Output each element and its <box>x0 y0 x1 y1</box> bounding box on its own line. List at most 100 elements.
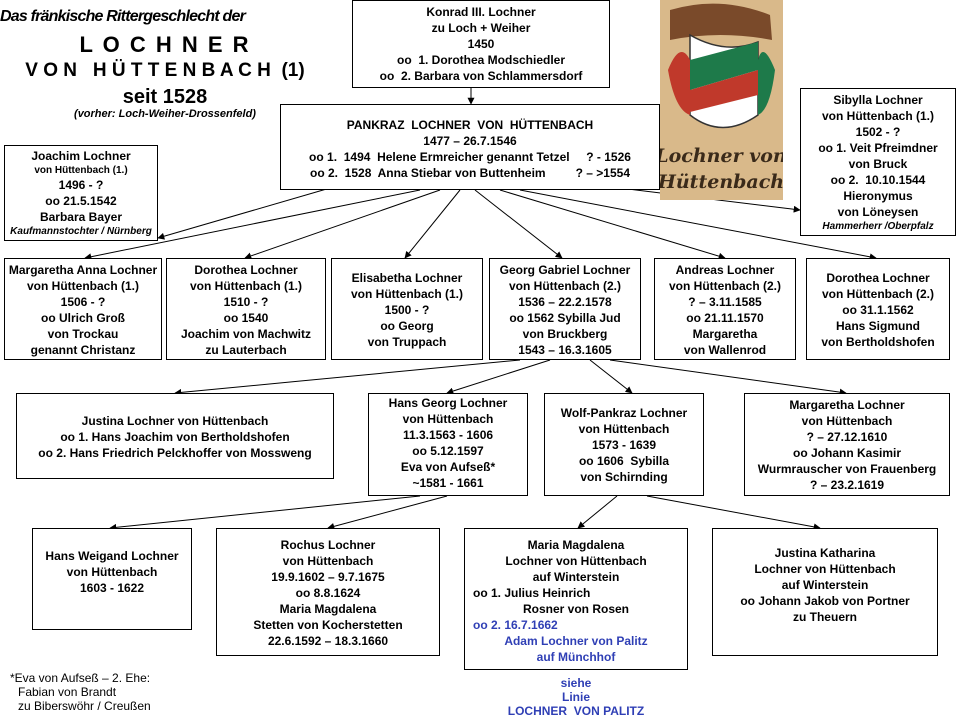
name: Wolf-Pankraz Lochner <box>560 406 688 420</box>
text: ? – 27.12.1610 <box>806 430 888 444</box>
name: Dorothea Lochner <box>194 263 298 277</box>
svg-text:Hüttenbach: Hüttenbach <box>660 171 783 193</box>
text: oo 21.5.1542 <box>45 194 117 208</box>
link-pankraz-dorothea2 <box>519 189 877 261</box>
person-justina: Justina Lochner von Hüttenbach oo 1. Han… <box>16 393 334 479</box>
text: ? – 23.2.1619 <box>809 478 885 492</box>
text: oo 1. Dorothea Modschiedler <box>396 53 566 67</box>
text: Maria Magdalena <box>279 602 377 616</box>
name: Konrad III. Lochner <box>426 5 536 19</box>
text: Hans Sigmund <box>835 319 920 333</box>
name: Elisabetha Lochner <box>351 271 463 285</box>
link-hans-georg-weigand <box>109 495 421 531</box>
name: Justina Lochner von Hüttenbach <box>81 414 269 428</box>
person-hans-weigand: Hans Weigand Lochner von Hüttenbach 1603… <box>32 528 192 630</box>
text: oo 1. Julius Heinrich <box>473 586 591 600</box>
text: 1502 - ? <box>855 125 901 139</box>
text: 11.3.1563 - 1606 <box>402 428 494 442</box>
title-line1: Das fränkische Rittergeschlecht der <box>0 8 246 25</box>
person-joachim: Joachim Lochner von Hüttenbach (1.) 1496… <box>4 145 158 241</box>
text: auf Winterstein <box>781 578 869 592</box>
footnote-line: Fabian von Brandt <box>18 685 117 699</box>
name: Joachim Lochner <box>31 149 131 163</box>
person-elisabetha: Elisabetha Lochner von Hüttenbach (1.) 1… <box>331 258 483 360</box>
text: oo 1. 1494 Helene Ermreicher genannt Tet… <box>309 150 631 164</box>
text: oo 5.12.1597 <box>412 444 484 458</box>
name: Margaretha Anna Lochner <box>8 263 158 277</box>
name: Georg Gabriel Lochner <box>499 263 631 277</box>
link-pankraz-elisabetha <box>404 189 461 259</box>
person-maria-magdalena: Maria Magdalena Lochner von Hüttenbach a… <box>464 528 688 670</box>
link-wolf-maria <box>577 495 618 529</box>
person-sibylla: Sibylla Lochner von Hüttenbach (1.) 1502… <box>800 88 956 236</box>
text: von Hüttenbach <box>402 412 494 426</box>
see-also-link[interactable]: siehe Linie LOCHNER VON PALITZ <box>476 676 676 718</box>
person-dorothea2: Dorothea Lochner von Hüttenbach (2.) oo … <box>806 258 950 360</box>
coat-of-arms-image: Lochner von Hüttenbach <box>654 0 787 200</box>
text: von Trockau <box>47 327 119 341</box>
text: zu Lauterbach <box>205 343 287 357</box>
text: zu Theuern <box>792 610 857 624</box>
text: von Schirnding <box>580 470 668 484</box>
text: 1500 - ? <box>384 303 430 317</box>
name: Rochus Lochner <box>280 538 376 552</box>
text: Hieronymus <box>843 189 913 203</box>
person-dorothea1: Dorothea Lochner von Hüttenbach (1.) 151… <box>166 258 326 360</box>
link-georg-justina <box>174 359 521 396</box>
text: oo 1562 Sybilla Jud <box>509 311 621 325</box>
text: von Wallenrod <box>683 343 767 357</box>
link-pankraz-joachim <box>157 187 331 240</box>
text: Eva von Aufseß* <box>400 460 496 474</box>
person-konrad: Konrad III. Lochner zu Loch + Weiher 145… <box>352 0 610 88</box>
text: Lochner von Hüttenbach <box>754 562 896 576</box>
text: auf Münchhof <box>536 650 616 664</box>
text: von Truppach <box>367 335 447 349</box>
text: von Hüttenbach <box>66 565 158 579</box>
text: oo 2. 1528 Anna Stiebar von Buttenheim ?… <box>310 166 630 180</box>
text: 1543 – 16.3.1605 <box>518 343 612 357</box>
text: von Hüttenbach <box>578 422 670 436</box>
text: oo 8.8.1624 <box>295 586 361 600</box>
text: von Hüttenbach (2.) <box>821 287 934 301</box>
link-wolf-justina-katharina <box>646 495 821 531</box>
text: von Bertholdshofen <box>821 335 935 349</box>
link-georg-wolf-pankraz <box>589 359 633 394</box>
person-margaretha2: Margaretha Lochner von Hüttenbach ? – 27… <box>744 393 950 496</box>
link-pankraz-dorothea1 <box>244 189 441 260</box>
text: von Bruckberg <box>522 327 608 341</box>
title-line3: V O N H Ü T T E N B A C H (1) <box>25 60 305 81</box>
text: von Hüttenbach (2.) <box>668 279 781 293</box>
text: Adam Lochner von Palitz <box>504 634 648 648</box>
text: oo 1540 <box>223 311 269 325</box>
text: oo 2. 16.7.1662 <box>473 618 558 632</box>
name: Andreas Lochner <box>675 263 775 277</box>
text: von Hüttenbach (1.) <box>34 165 128 176</box>
person-wolf-pankraz: Wolf-Pankraz Lochner von Hüttenbach 1573… <box>544 393 704 496</box>
text: ~1581 - 1661 <box>412 476 484 490</box>
text: ? – 3.11.1585 <box>688 295 762 309</box>
text: 1536 – 22.2.1578 <box>518 295 612 309</box>
person-justina-katharina: Justina Katharina Lochner von Hüttenbach… <box>712 528 938 656</box>
title-line4: seit 1528 <box>122 86 208 108</box>
text: Kaufmannstochter / Nürnberg <box>10 226 152 237</box>
text: von Hüttenbach (1.) <box>821 109 934 123</box>
text: genannt Christanz <box>30 343 136 357</box>
text: oo 1. Veit Pfreimdner <box>818 141 938 155</box>
text: oo 21.11.1570 <box>686 311 764 325</box>
text: zu Loch + Weiher <box>431 21 531 35</box>
person-pankraz: PANKRAZ LOCHNER VON HÜTTENBACH 1477 – 26… <box>280 104 660 190</box>
text: 1496 - ? <box>58 178 104 192</box>
link-georg-margaretha2 <box>609 359 847 396</box>
person-georg-gabriel: Georg Gabriel Lochner von Hüttenbach (2.… <box>489 258 641 360</box>
text: 19.9.1602 – 9.7.1675 <box>271 570 385 584</box>
link-pankraz-georg-gabriel <box>474 189 563 259</box>
text: von Löneysen <box>837 205 919 219</box>
text: 1506 - ? <box>60 295 106 309</box>
link-georg-hans-georg <box>446 359 551 395</box>
text: oo 2. Hans Friedrich Pelckhoffer von Mos… <box>38 446 312 460</box>
title-line5: (vorher: Loch-Weiher-Drossenfeld) <box>74 108 256 120</box>
see-also-line: Linie <box>561 690 590 704</box>
text: oo 31.1.1562 <box>842 303 914 317</box>
see-also-line: siehe <box>560 676 592 690</box>
